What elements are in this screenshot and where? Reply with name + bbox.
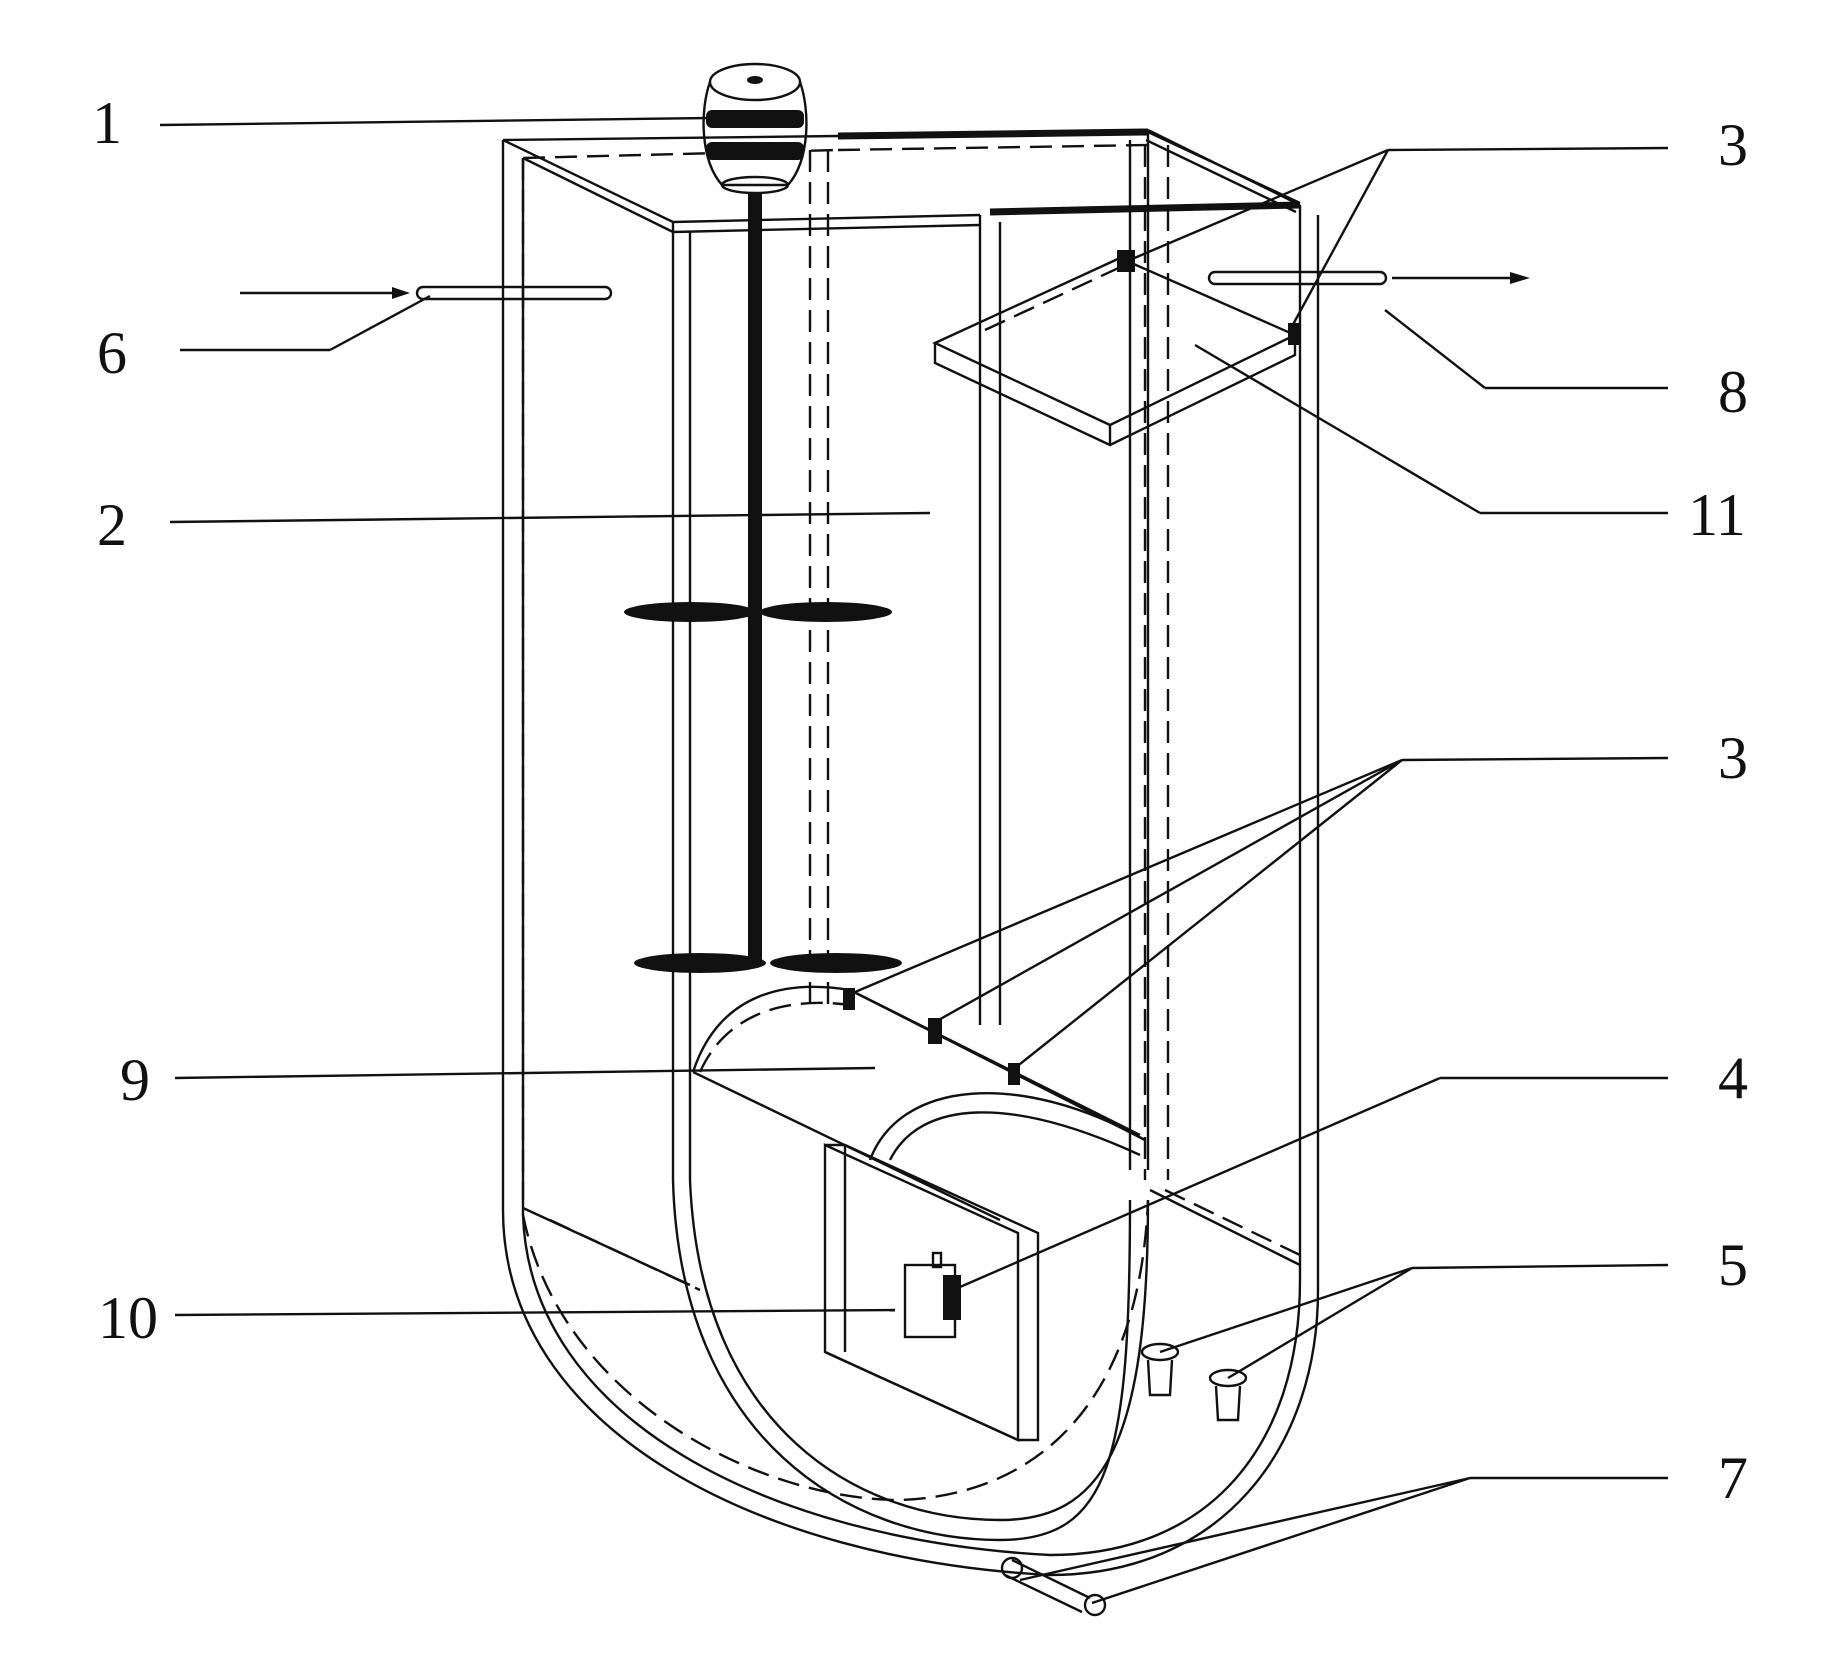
stirrer [624,193,902,973]
label-outlet: 8 [1718,359,1748,425]
label-reactor-zone: 2 [97,492,127,558]
label-aerators: 5 [1718,1232,1748,1298]
settling-plate [932,250,1300,447]
label-settling-plate: 11 [1688,482,1746,548]
drain-pipe [1000,1556,1107,1617]
label-baffle: 9 [120,1047,150,1113]
inlet-pipe [240,285,613,301]
number-labels: 1 2 3 3 4 5 6 7 8 9 10 11 [92,90,1748,1511]
label-inlet: 6 [97,320,127,386]
label-drain: 7 [1718,1445,1748,1511]
label-motor: 1 [92,90,122,156]
plate [823,1143,1040,1442]
motor [702,62,808,195]
baffle [691,985,1146,1222]
label-nozzles-top: 3 [1718,112,1748,178]
label-sensor: 4 [1718,1045,1748,1111]
tank-body [501,128,1320,1577]
label-nozzles-mid: 3 [1718,725,1748,791]
label-plate: 10 [98,1285,158,1351]
outlet-pipe [1207,270,1530,286]
aerators [1140,1342,1248,1422]
leader-lines [159,116,1669,1605]
